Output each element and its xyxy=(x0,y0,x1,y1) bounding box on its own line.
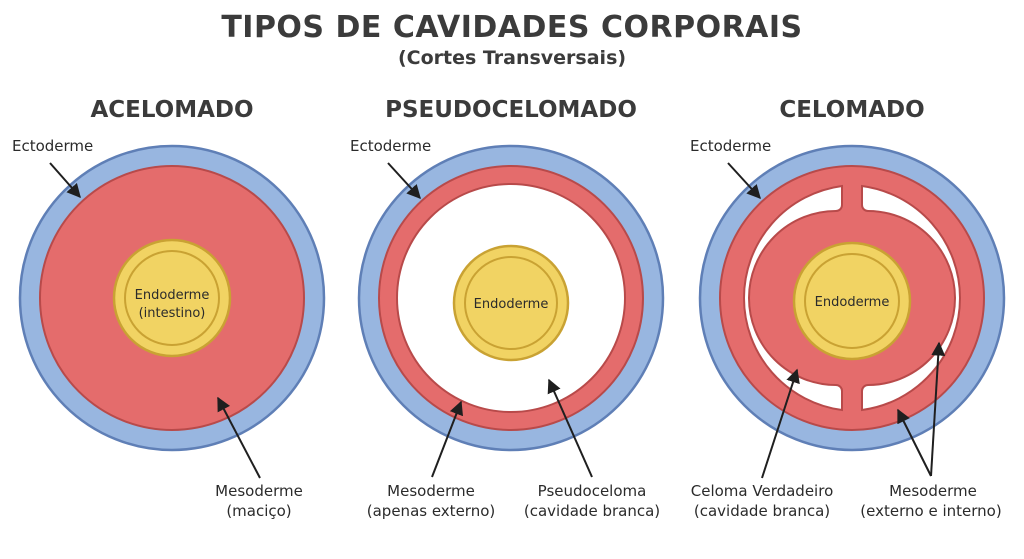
panel-pseudocoelomate: PSEUDOCELOMADO Endoderme Ectoderme Mesod… xyxy=(350,97,665,520)
coelomate-coelom-sublabel: (cavidade branca) xyxy=(694,502,830,520)
pseudocoelomate-ectoderm-label: Ectoderme xyxy=(350,137,431,155)
panel-acoelomate: ACELOMADO Endoderme (intestino) Ectoderm… xyxy=(12,97,326,520)
coelomate-coelom-label: Celoma Verdadeiro xyxy=(691,482,834,500)
acoelomate-ectoderm-arrow xyxy=(49,162,81,199)
coelomate-coelom-left xyxy=(743,184,843,412)
coelomate-mesoderm-inner-arrow xyxy=(930,341,946,477)
coelomate-coelom-arrow xyxy=(761,368,800,479)
pseudocoelomate-endoderm-layer xyxy=(452,244,570,362)
coelomate-heading: CELOMADO xyxy=(779,97,924,123)
acoelomate-endoderm-label: Endoderme xyxy=(135,288,210,303)
pseudocoelomate-cavity-arrow xyxy=(547,378,593,478)
pseudocoelomate-gut-lumen-ring xyxy=(464,256,558,350)
pseudocoelomate-endoderm-label: Endoderme xyxy=(474,297,549,312)
acoelomate-endoderm-layer xyxy=(112,238,232,358)
acoelomate-mesoderm-sublabel: (maciço) xyxy=(226,502,291,520)
coelomate-mesoderm-label: Mesoderme xyxy=(889,482,977,500)
panel-coelomate: CELOMADO Endoderme Ectoderme Celoma Verd… xyxy=(690,97,1006,520)
pseudocoelomate-mesoderm-arrow xyxy=(431,400,463,478)
diagram-title: TIPOS DE CAVIDADES CORPORAIS xyxy=(221,10,803,45)
coelomate-endoderm-label: Endoderme xyxy=(815,295,890,310)
acoelomate-endoderm-sublabel: (intestino) xyxy=(139,306,206,321)
acoelomate-ectoderm-label: Ectoderme xyxy=(12,137,93,155)
pseudocoelomate-mesoderm-label: Mesoderme xyxy=(387,482,475,500)
coelomate-ectoderm-label: Ectoderme xyxy=(690,137,771,155)
pseudocoelomate-cavity-sublabel: (cavidade branca) xyxy=(524,502,660,520)
pseudocoelomate-cavity-label: Pseudoceloma xyxy=(538,482,647,500)
coelomate-endoderm-layer xyxy=(792,241,912,361)
coelomate-mesoderm-sublabel: (externo e interno) xyxy=(860,502,1001,520)
coelomate-mesoderm-outer-arrow xyxy=(897,408,932,477)
pseudocoelomate-mesoderm-sublabel: (apenas externo) xyxy=(367,502,495,520)
coelomate-ectoderm-arrow xyxy=(727,162,761,200)
pseudocoelomate-heading: PSEUDOCELOMADO xyxy=(385,97,637,123)
acoelomate-mesoderm-label: Mesoderme xyxy=(215,482,303,500)
acoelomate-mesoderm-arrow xyxy=(217,396,261,479)
diagram-subtitle: (Cortes Transversais) xyxy=(397,47,627,69)
coelomate-gut-lumen-ring xyxy=(804,253,900,349)
acoelomate-gut-lumen-ring xyxy=(124,250,220,346)
acoelomate-heading: ACELOMADO xyxy=(90,97,253,123)
pseudocoelomate-ectoderm-arrow xyxy=(387,162,421,200)
